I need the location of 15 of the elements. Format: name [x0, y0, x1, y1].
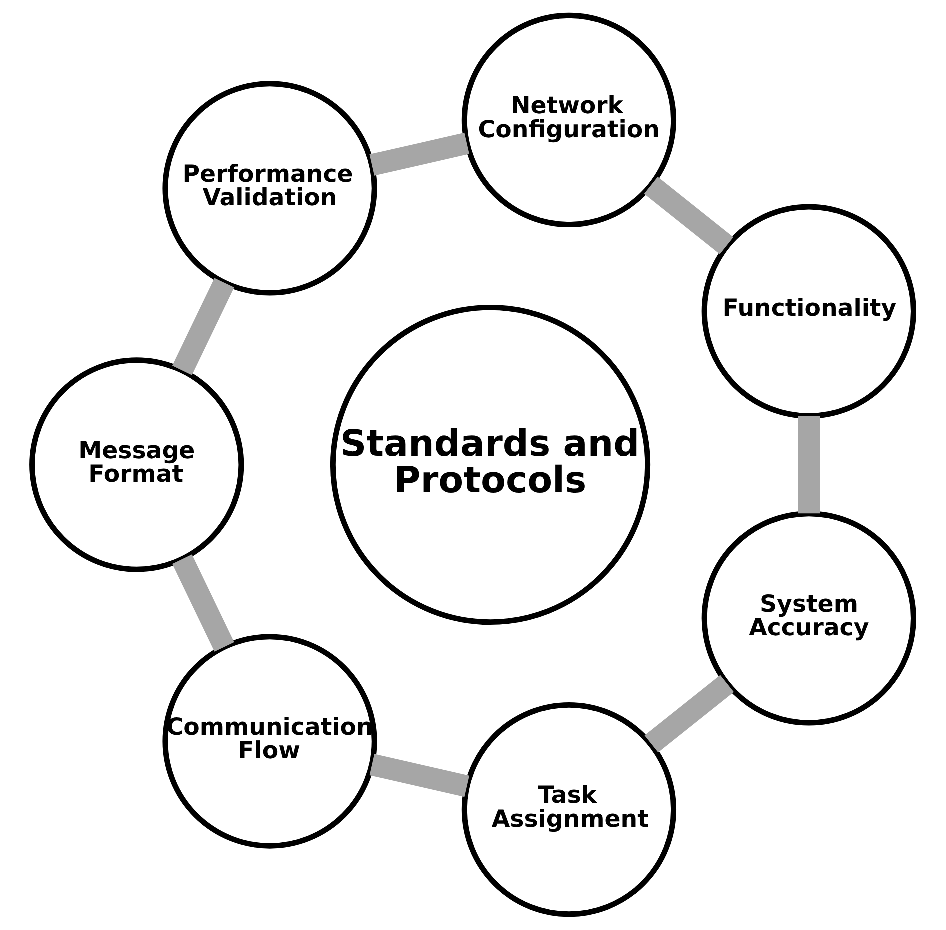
- node-circle: Communication Flow: [162, 634, 378, 849]
- node-circle: System Accuracy: [702, 511, 916, 726]
- connector: [370, 132, 470, 176]
- node-circle: Message Format: [30, 358, 244, 572]
- connector: [172, 554, 234, 652]
- connector: [172, 278, 234, 376]
- node-circle: Functionality: [702, 204, 916, 419]
- connector: [644, 176, 734, 254]
- connector: [798, 416, 820, 514]
- node-circle: Performance Validation: [162, 81, 378, 296]
- connector: [370, 754, 470, 798]
- node-circle: Task Assignment: [462, 702, 677, 918]
- connector: [644, 675, 734, 753]
- node-circle: Standards and Protocols: [330, 304, 651, 626]
- node-circle: Network Configuration: [462, 12, 677, 228]
